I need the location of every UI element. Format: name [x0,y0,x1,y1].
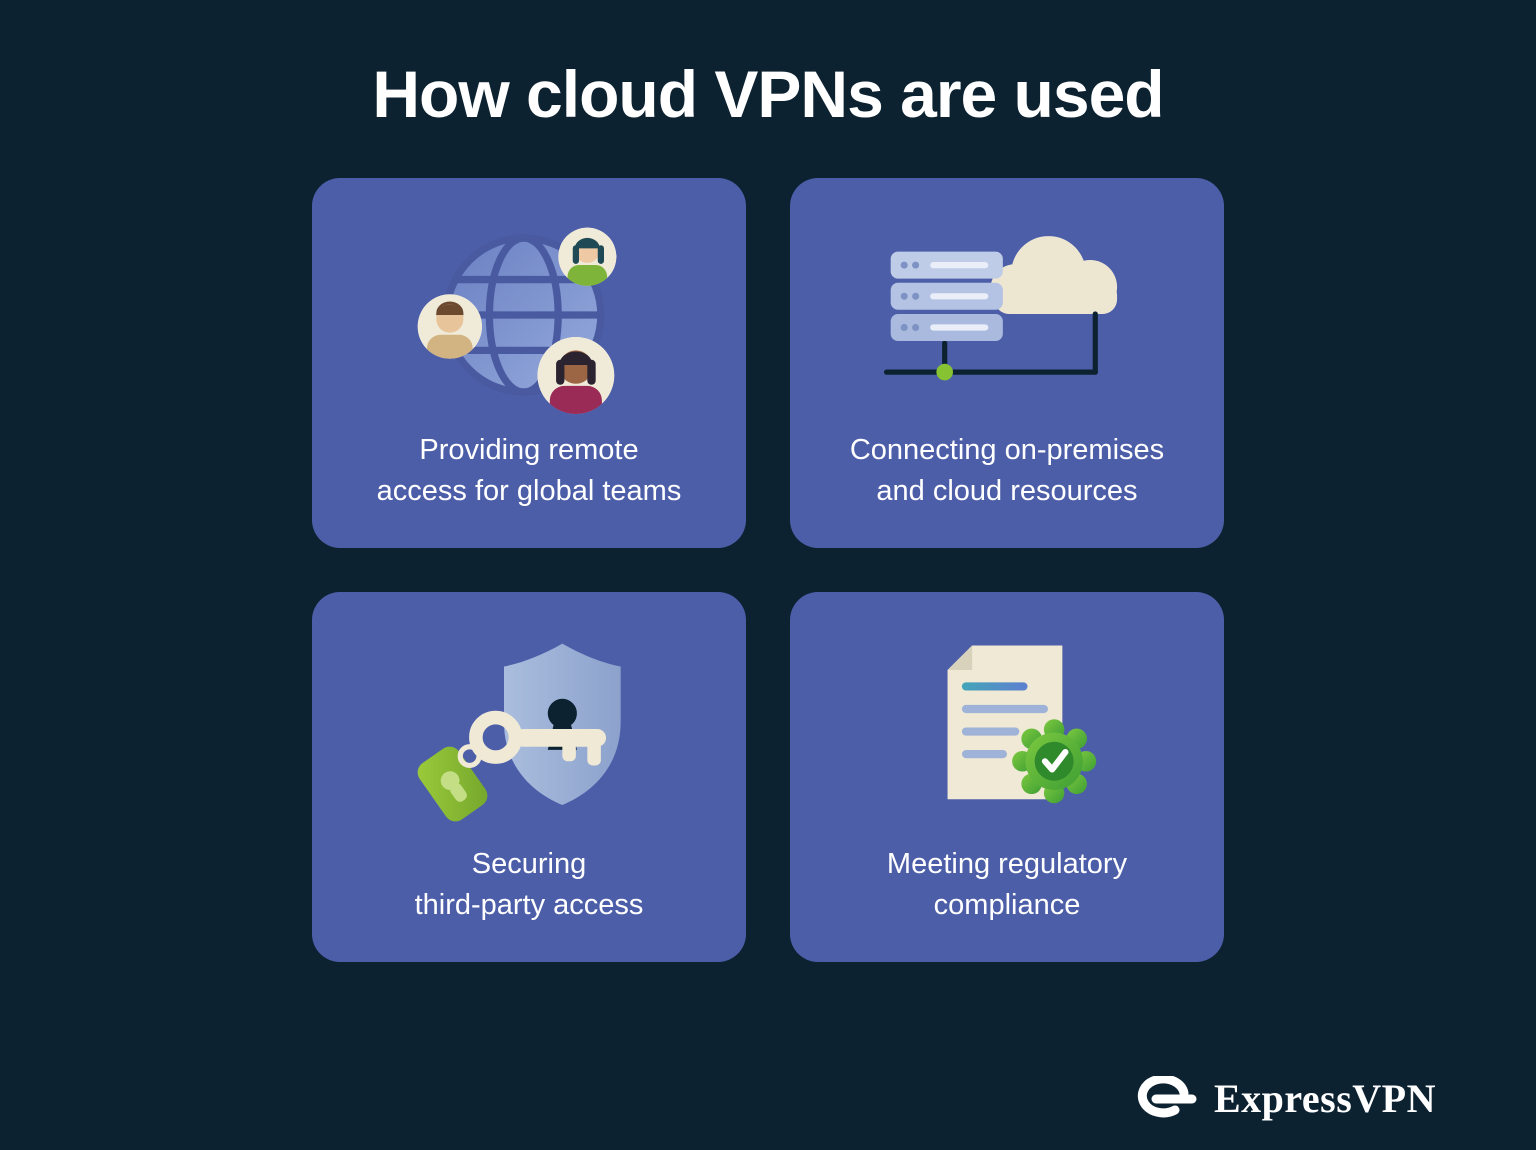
shield-key-icon [404,592,654,844]
shield-key-icon-svg [417,643,621,822]
brand-name: ExpressVPN [1213,1076,1436,1121]
expressvpn-logo-icon [1137,1075,1197,1117]
card-regulatory-compliance: Meeting regulatory compliance [790,592,1224,962]
card-third-party-access: Securing third-party access [312,592,746,962]
card-label: Providing remote access for global teams [376,434,682,507]
card-label: Meeting regulatory compliance [886,848,1128,921]
infographic: How cloud VPNs are used [0,56,1536,1150]
card-label: Connecting on-premises and cloud resourc… [849,434,1165,507]
globe-users-icon-svg [417,227,617,414]
brand-logo: ExpressVPN [1132,1075,1436,1122]
card-grid: Providing remote access for global teams [312,178,1224,962]
server-cloud-icon-svg [883,236,1118,381]
globe-users-icon [404,178,654,430]
page-title: How cloud VPNs are used [372,57,1164,131]
card-label: Securing third-party access [414,848,644,921]
document-badge-icon-svg [947,644,1097,803]
document-badge-icon [887,592,1127,844]
server-cloud-icon [872,178,1142,430]
card-on-premises-cloud: Connecting on-premises and cloud resourc… [790,178,1224,548]
card-remote-access: Providing remote access for global teams [312,178,746,548]
